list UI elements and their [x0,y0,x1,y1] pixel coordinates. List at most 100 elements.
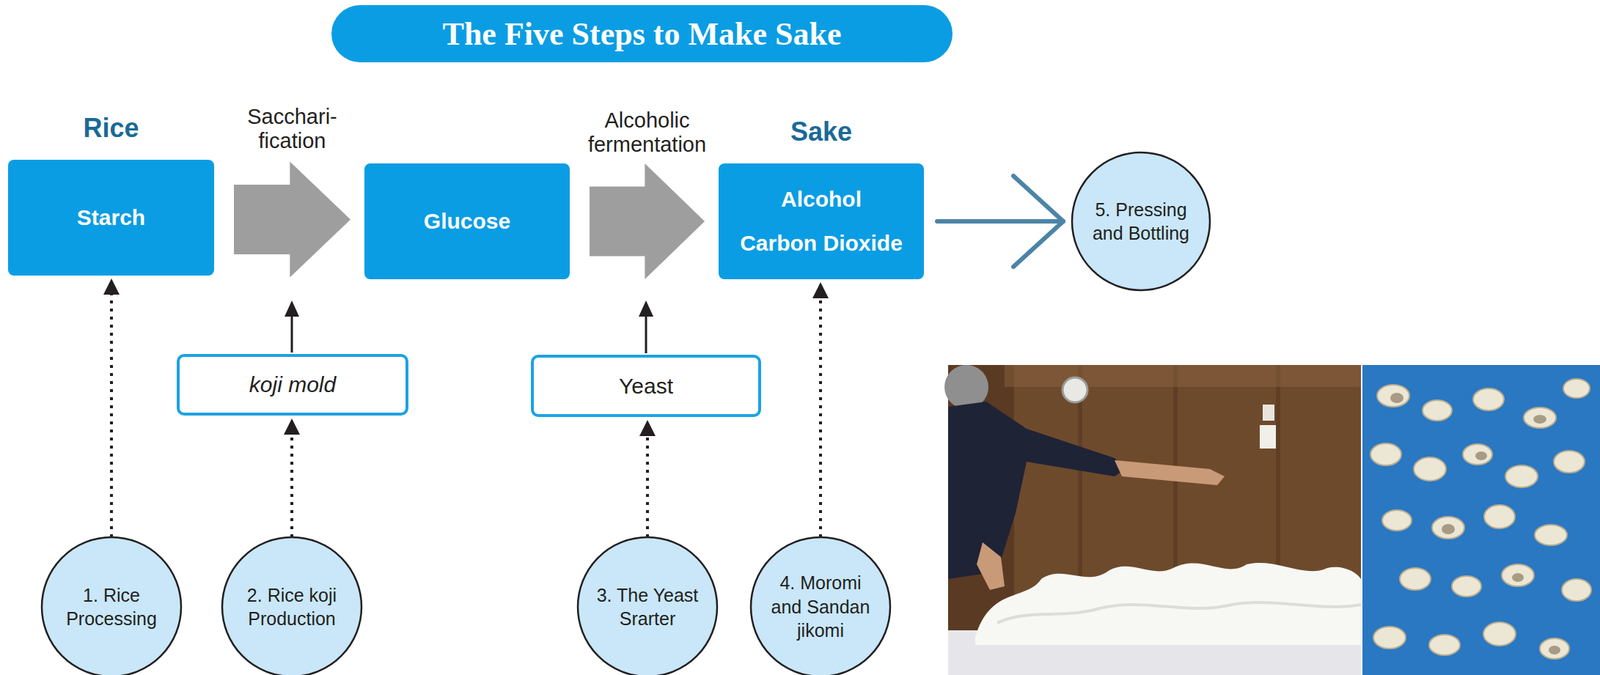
rice-grain [1399,568,1431,591]
rice-grain [1473,388,1504,411]
rice-grain [1523,407,1557,429]
rice-grain [1370,443,1402,466]
step-circle: 2. Rice koji Production [220,536,363,675]
circle-shape [577,537,718,675]
step-circle: 3. The Yeast Srarter [576,536,719,675]
circle-outline [220,536,363,675]
flow-line [937,219,1064,224]
wood-light [1004,365,1361,388]
dotted-link [819,295,822,538]
grain-core [1441,524,1455,535]
arrowhead [103,278,120,295]
rice-grain [1382,510,1412,531]
man-hand [976,542,1005,591]
rice-grain [1377,384,1410,407]
step-circle: 5. Pressing and Bottling [1070,151,1212,292]
step-label: 2. Rice koji Production [236,583,348,632]
box-text: Glucose [423,208,511,234]
circle-shape [222,537,362,675]
man-body [948,401,1126,580]
step-label: 4. Moromi and Sandan jikomi [765,571,877,644]
connector [283,418,300,538]
wall-sign [1259,425,1276,449]
circle-shape [750,537,891,675]
connector [639,420,656,538]
agent-box: koji mold [176,354,409,416]
grain-core [1533,415,1547,424]
rice-grain [1483,622,1516,647]
rice-grain [1563,379,1590,399]
dotted-link [290,431,294,538]
process-box: SakeAlcoholCarbon Dioxide [718,163,924,280]
process-label: Alcoholic fermentation [585,108,710,158]
box-text: Carbon Dioxide [739,230,903,256]
rice-grain [1534,525,1568,546]
step-label: 3. The Yeast Srarter [592,583,704,632]
chevron-head [1013,175,1064,267]
leader-arrowhead [638,300,654,317]
arrowhead [283,418,300,435]
circle-outline [40,536,183,675]
blue-ground [1362,365,1600,675]
rice-grain [1539,638,1570,660]
rice-grains-photo [1362,365,1600,675]
process-box: RiceStarch [8,159,215,276]
rice-grain [1553,450,1585,473]
leader-arrowhead [284,300,300,317]
steamed-rice [975,563,1361,646]
rice-grain [1505,465,1538,488]
dotted-link [109,291,113,538]
dotted-link [646,433,649,538]
connector [103,278,120,538]
rice-grain [1501,564,1535,587]
grain-core [1390,393,1404,404]
grain-core [1512,573,1524,583]
agent-box: Yeast [530,354,762,418]
man-arm [1114,460,1225,486]
rice-grain [1413,457,1447,482]
rice-grain [1484,505,1515,529]
box-text: Alcohol [780,186,862,212]
rice-grain [1561,579,1592,602]
circle-outline [576,536,719,675]
leader-line [645,315,648,354]
rice-grain [1462,444,1493,465]
arrowhead [812,282,829,299]
box-text: koji mold [249,372,336,398]
step-circle: 1. Rice Processing [40,536,183,675]
arrowhead [639,420,656,437]
rice-grain [1373,626,1406,649]
koji-room-photo [944,365,1361,675]
process-arrow [233,162,351,278]
connector [589,163,705,280]
rice-grain [1422,400,1452,421]
wall-clock [1062,377,1088,403]
box-heading: Rice [0,112,229,144]
circle-shape [41,537,182,675]
connector [937,175,1064,267]
box-heading: Sake [703,116,939,148]
process-box: Glucose [364,163,570,280]
circle-outline [1070,151,1212,292]
process-label: Sacchari- fication [244,104,341,154]
circle-shape [1072,152,1210,291]
step-label: 5. Pressing and Bottling [1085,197,1196,246]
connector [233,162,351,278]
box-text: Starch [76,205,146,231]
rice-texture [997,602,1361,624]
wall-sign [1262,404,1275,421]
grain-core [1475,451,1488,461]
box-text: Yeast [618,373,674,399]
rice-grain [1451,576,1482,597]
step-label: 1. Rice Processing [56,583,168,632]
step-circle: 4. Moromi and Sandan jikomi [749,536,892,675]
rice-grain [1432,516,1465,539]
leader-line [291,315,294,353]
rice-grain [1429,635,1460,656]
process-arrow [589,163,705,280]
wood-seam [1275,365,1281,586]
connector [812,282,829,538]
title-banner: The Five Steps to Make Sake [331,5,953,63]
